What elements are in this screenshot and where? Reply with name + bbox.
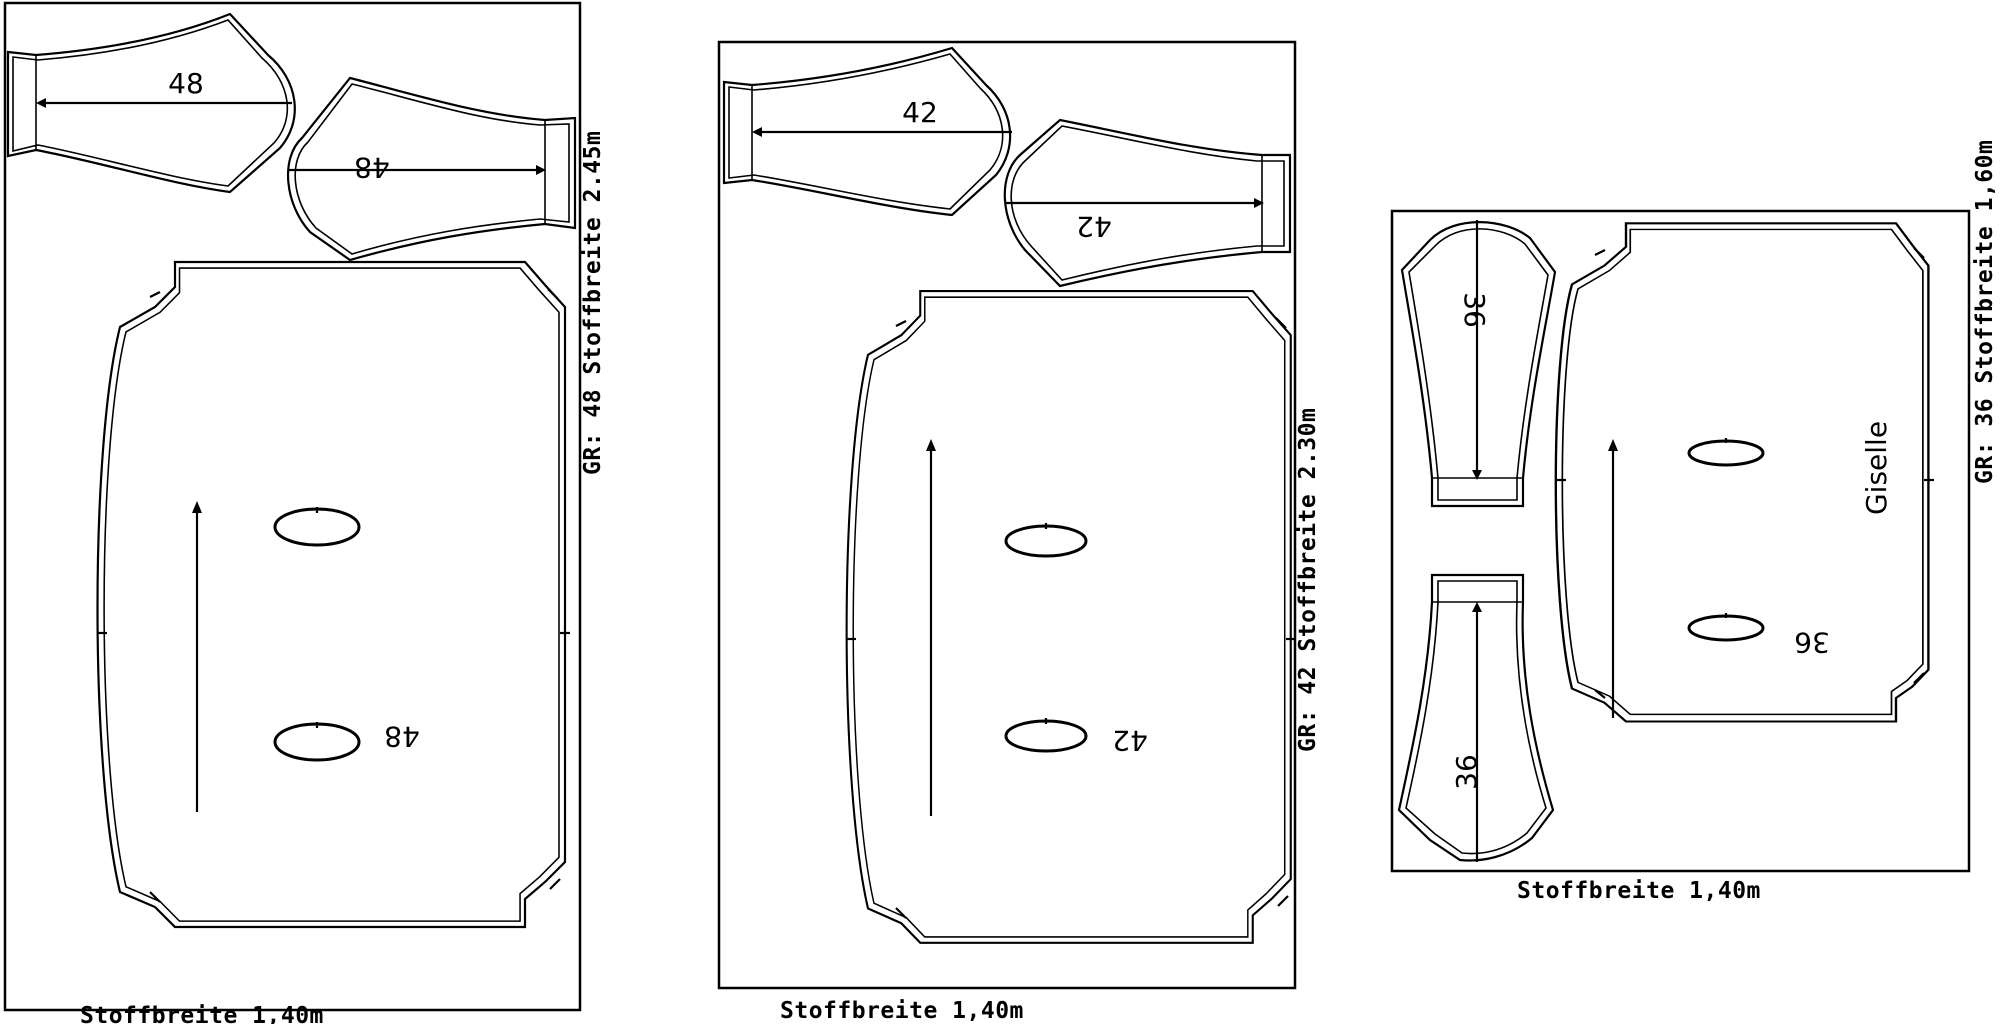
- sleeve-size-label: 42: [902, 96, 938, 129]
- sleeve-size-label-rotated: 48: [354, 151, 390, 184]
- fabric-sheet-42: [717, 40, 1297, 990]
- fabric-length-label-36: GR: 36 Stoffbreite 1,60m: [1972, 140, 1998, 484]
- layout-size-48: 48 48 48 Stof: [3, 1, 606, 1024]
- body-piece: 48: [96, 260, 570, 929]
- sleeve-size-label-rotated: 42: [1076, 210, 1112, 243]
- body-piece: 36 Giselle: [1554, 222, 1934, 723]
- layout-size-36: 36 36 36 Giselle: [1390, 140, 1998, 904]
- fabric-length-label-48: GR: 48 Stoffbreite 2.45m: [580, 131, 606, 475]
- fabric-sheet-48: [3, 1, 582, 1012]
- sleeve-size-label: 36: [1458, 292, 1491, 328]
- sleeve-piece-left: 48: [6, 12, 296, 194]
- fabric-width-label-36: Stoffbreite 1,40m: [1517, 878, 1761, 904]
- body-size-label: 48: [384, 720, 420, 753]
- layout-size-42: 42 42 42 Stof: [717, 40, 1321, 1024]
- sleeve-piece-upper: 36: [1400, 220, 1557, 508]
- fabric-sheet-36: [1390, 209, 1971, 873]
- sleeve-piece-right: 42: [1003, 118, 1292, 288]
- pattern-name-label: Giselle: [1860, 421, 1893, 515]
- sleeve-piece-right: 48: [286, 76, 577, 262]
- body-piece: 42: [845, 290, 1296, 944]
- fabric-width-label-48: Stoffbreite 1,40m: [80, 1003, 324, 1024]
- body-size-label: 42: [1112, 724, 1148, 757]
- fabric-length-label-42: GR: 42 Stoffbreite 2.30m: [1295, 408, 1321, 752]
- fabric-width-label-42: Stoffbreite 1,40m: [780, 998, 1024, 1024]
- sleeve-piece-lower: 36: [1397, 573, 1555, 862]
- sleeve-size-label: 48: [168, 67, 204, 100]
- sleeve-size-label-rotated: 36: [1450, 754, 1483, 790]
- sleeve-piece-left: 42: [722, 46, 1012, 217]
- body-size-label: 36: [1794, 626, 1830, 659]
